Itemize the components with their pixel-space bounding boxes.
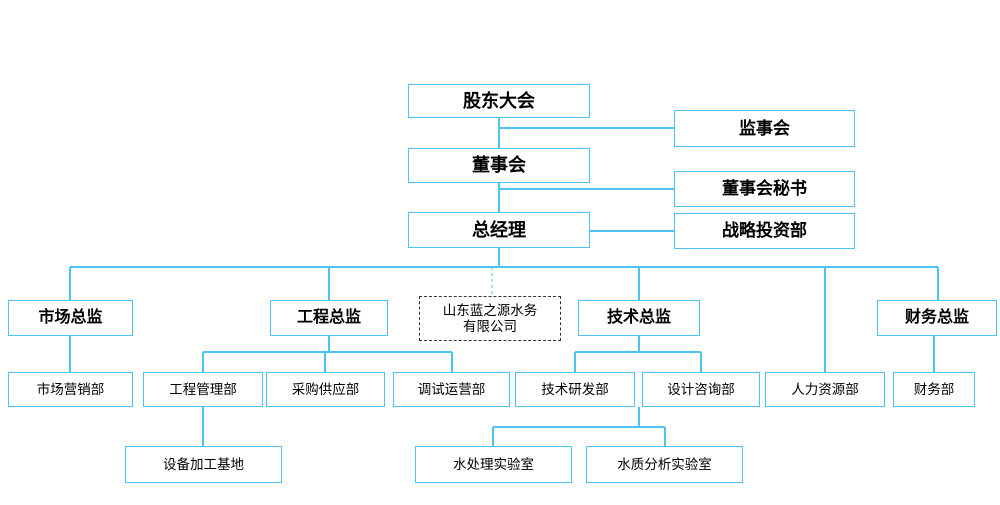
node-market-director[interactable]: 市场总监 <box>8 300 133 336</box>
node-shareholders-meeting[interactable]: 股东大会 <box>408 84 590 118</box>
node-company-name: 山东蓝之源水务 有限公司 <box>419 296 561 341</box>
node-general-manager[interactable]: 总经理 <box>408 212 590 248</box>
node-equipment-base[interactable]: 设备加工基地 <box>125 446 282 483</box>
node-finance-dept[interactable]: 财务部 <box>893 372 975 407</box>
node-strategic-investment-dept[interactable]: 战略投资部 <box>674 213 855 249</box>
node-engineering-mgmt-dept[interactable]: 工程管理部 <box>143 372 263 407</box>
node-engineering-director[interactable]: 工程总监 <box>270 300 388 336</box>
node-marketing-dept[interactable]: 市场营销部 <box>8 372 133 407</box>
node-design-consulting-dept[interactable]: 设计咨询部 <box>642 372 760 407</box>
node-technical-director[interactable]: 技术总监 <box>578 300 700 336</box>
node-commissioning-dept[interactable]: 调试运营部 <box>393 372 510 407</box>
node-supervisory-board[interactable]: 监事会 <box>674 110 855 147</box>
node-board-of-directors[interactable]: 董事会 <box>408 148 590 183</box>
node-procurement-dept[interactable]: 采购供应部 <box>266 372 385 407</box>
node-rnd-dept[interactable]: 技术研发部 <box>515 372 635 407</box>
node-water-treatment-lab[interactable]: 水处理实验室 <box>415 446 572 483</box>
node-water-quality-lab[interactable]: 水质分析实验室 <box>586 446 743 483</box>
node-hr-dept[interactable]: 人力资源部 <box>765 372 885 407</box>
node-board-secretary[interactable]: 董事会秘书 <box>674 171 855 207</box>
node-finance-director[interactable]: 财务总监 <box>877 300 997 336</box>
